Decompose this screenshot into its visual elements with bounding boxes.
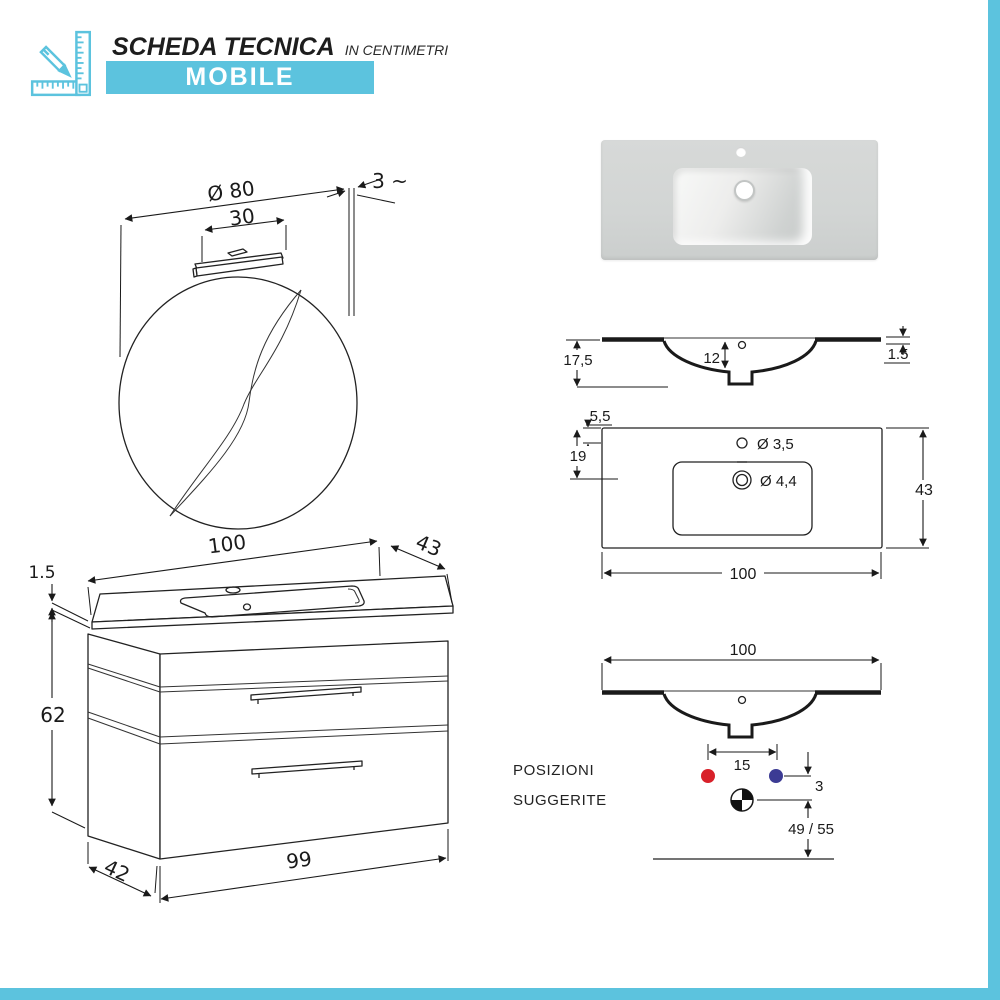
section-banner: MOBILE [106, 61, 374, 94]
rim-thickness-dim: 1.5 [888, 346, 909, 363]
tap-hole-dia-dim: Ø 3,5 [757, 436, 794, 453]
basin-depth-dim: 12 [703, 350, 720, 367]
positions-width-dim: 100 [730, 642, 757, 659]
washbasin-depth-dim: 43 [915, 482, 933, 499]
washbasin-render [601, 140, 878, 260]
cold-water-dot [769, 769, 783, 783]
mirror-circle [118, 276, 358, 530]
title-text: SCHEDA TECNICA [112, 33, 335, 61]
cabinet-front [159, 640, 449, 860]
basin-section-view: 17,5 12 1.5 [558, 326, 910, 388]
drain-hole-inner [735, 473, 749, 487]
positions-caption-line1: POSIZIONI [513, 762, 595, 779]
basin-bowl-profile [662, 340, 818, 386]
mirror-thickness-dim: 3 ~ [372, 169, 408, 193]
positions-view: 100 15 3 49 / 55 [601, 642, 882, 860]
overflow-hole [737, 340, 747, 350]
drain-floor-height-dim: 49 / 55 [788, 821, 834, 838]
basin-recess [673, 168, 812, 245]
page-title: SCHEDA TECNICA IN CENTIMETRI [112, 33, 448, 62]
cabinet-width-dim: 100 [207, 530, 248, 559]
lamp-width-dim: 30 [228, 203, 257, 230]
drain-offset-dim: 19 [570, 448, 587, 465]
countertop-front-edge [91, 605, 454, 630]
basin-inner-wall [347, 588, 360, 604]
banner-label: MOBILE [185, 63, 295, 91]
mirror-reflection [169, 289, 302, 517]
drain-hole [734, 180, 755, 201]
tap-hole [736, 437, 748, 449]
drain-position-symbol [730, 788, 754, 812]
tap-hole [736, 147, 746, 157]
top-thickness-dim: 1.5 [28, 563, 55, 583]
title-subtitle: IN CENTIMETRI [344, 42, 449, 58]
frame-bar-right [988, 0, 1000, 1000]
cabinet-view: 1.5 62 100 43 42 99 [28, 530, 454, 903]
cabinet-height-dim: 62 [40, 703, 65, 727]
overflow-hole [242, 603, 252, 611]
mirror-lamp [192, 248, 284, 278]
washbasin-top-view: Ø 3,5 Ø 4,4 5,5 19 43 100 [564, 408, 940, 584]
drawer-handle [250, 686, 362, 704]
mirror-reflection [169, 289, 302, 517]
section-total-depth-dim: 17,5 [563, 352, 592, 369]
base-depth-dim: 42 [100, 854, 133, 887]
drawer-handle [251, 760, 363, 778]
frame-bar-bottom [0, 988, 1000, 1000]
base-width-dim: 99 [285, 846, 314, 873]
positions-caption-line2: SUGGERITE [513, 792, 607, 809]
tap-drain-gap-dim: 3 [815, 778, 823, 795]
drain-hole-outer [732, 470, 752, 490]
washbasin-outline [601, 427, 883, 549]
ruler-pencil-icon [30, 30, 92, 97]
hot-water-dot [701, 769, 715, 783]
tap-hole [225, 586, 241, 594]
mirror-view: Ø 80 30 3 ~ [118, 169, 408, 530]
tap-spacing-dim: 15 [734, 757, 751, 774]
overflow-hole [737, 695, 747, 705]
countertop-basin-recess [179, 585, 365, 618]
tap-offset-dim: 5,5 [590, 408, 611, 425]
washbasin-width-dim: 100 [730, 566, 757, 583]
basin-bowl-profile [662, 693, 818, 739]
drain-hole-dia-dim: Ø 4,4 [760, 473, 797, 490]
